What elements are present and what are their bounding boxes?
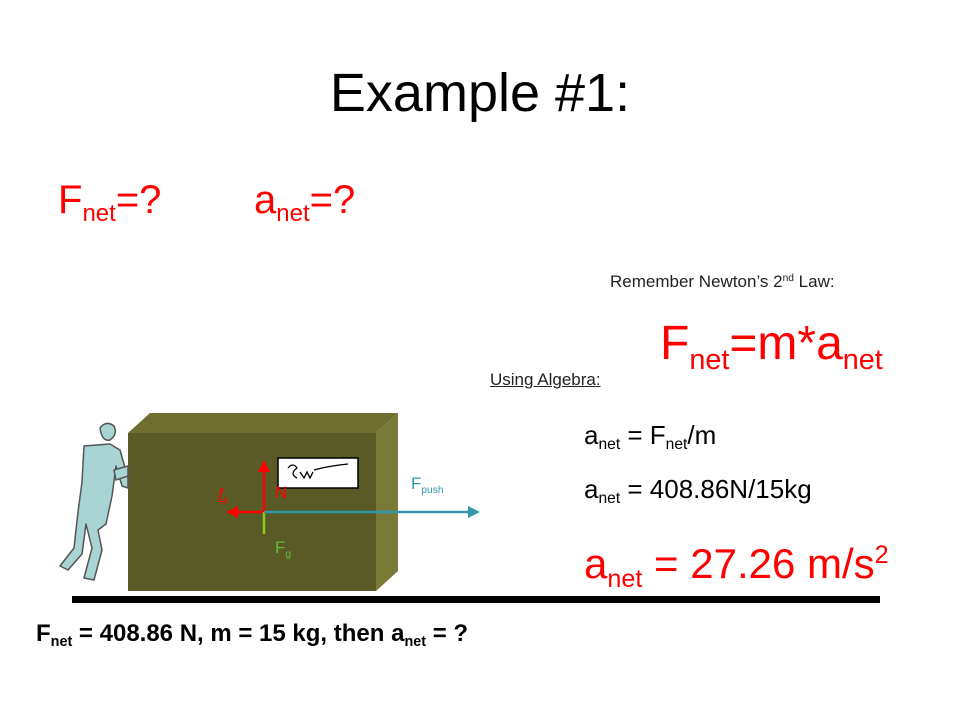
push-force-arrowhead	[468, 506, 480, 518]
gravity-label: Fg	[275, 538, 292, 560]
equation-result: anet = 27.26 m/s2	[584, 540, 889, 593]
anet-unknown: anet=?	[254, 178, 356, 228]
friction-label: fk	[218, 485, 228, 507]
normal-force-arrowhead	[258, 460, 270, 472]
equation-substituted: anet = 408.86N/15kg	[584, 474, 812, 508]
scribble-label-icon	[277, 457, 359, 489]
newton-second-law: Fnet=m*anet	[660, 317, 883, 377]
box-side-face	[376, 413, 398, 591]
normal-label: N	[275, 483, 288, 502]
friction-force-arrowhead	[226, 506, 238, 518]
reminder-text: Remember Newton’s 2nd Law:	[610, 272, 835, 291]
ground-line	[72, 596, 880, 603]
fnet-unknown: Fnet=?	[58, 178, 162, 228]
push-label: Fpush	[411, 474, 444, 496]
page-title: Example #1:	[329, 63, 631, 123]
given-values: Fnet = 408.86 N, m = 15 kg, then anet = …	[36, 620, 469, 651]
using-algebra-heading: Using Algebra:	[490, 370, 601, 389]
equation-rearranged: anet = Fnet/m	[584, 420, 717, 454]
pushing-person-icon	[59, 422, 129, 581]
box-top-face	[128, 413, 398, 433]
